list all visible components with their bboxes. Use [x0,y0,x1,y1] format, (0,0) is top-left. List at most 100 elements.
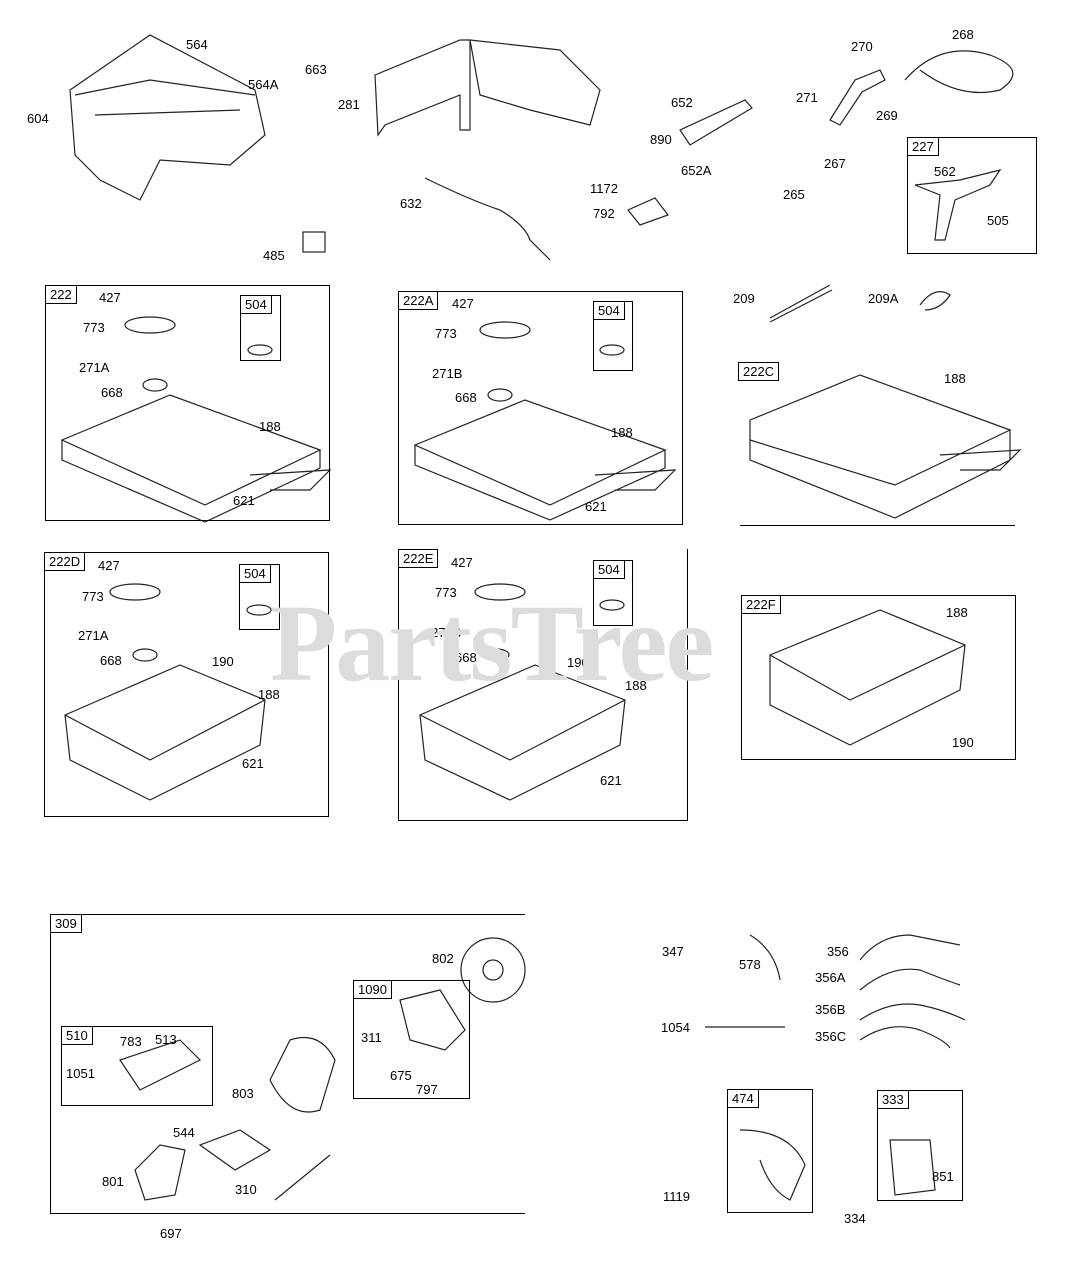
kit-rule-309-top [50,914,525,915]
kit-tag-504e: 504 [593,560,625,579]
lever-227 [914,169,1002,241]
blower-housing-604 [69,34,266,201]
part-label-675: 675 [390,1068,412,1083]
part-label-222F-188: 188 [946,605,968,620]
lever-890 [679,99,753,146]
part-label-604: 604 [27,111,49,126]
kit-tag-474: 474 [727,1089,759,1108]
washer-504e [599,599,625,611]
part-label-505: 505 [987,213,1009,228]
kit-tag-222C: 222C [738,362,780,381]
wire-356C [859,1026,951,1049]
kit-box-222D [44,552,329,817]
part-label-222D-190: 190 [212,654,234,669]
module-474 [739,1129,806,1201]
part-label-334: 334 [844,1211,866,1226]
part-label-564A: 564A [248,77,279,92]
kit-box-1090 [353,980,470,1099]
part-label-652A: 652A [681,163,712,178]
base-plate-222E [419,583,626,801]
part-label-792: 792 [593,206,615,221]
part-label-797: 797 [416,1082,438,1097]
wire-356 [859,934,961,961]
kit-tag-222E: 222E [398,549,439,568]
bolt-310 [274,1154,331,1201]
washer-504d [246,604,272,616]
part-label-267: 267 [824,156,846,171]
part-label-513: 513 [155,1032,177,1047]
kit-tag-222F: 222F [741,595,781,614]
part-label-222A-427: 427 [452,296,474,311]
washer-504a [247,344,273,356]
part-label-564: 564 [186,37,208,52]
spring-209A [919,291,951,311]
part-label-1119: 1119 [663,1189,690,1204]
kit-tag-222: 222 [45,285,77,304]
kit-box-474 [727,1089,813,1213]
base-plate-222A [413,321,677,521]
part-label-544: 544 [173,1125,195,1140]
spring-209 [769,284,833,323]
end-cap-801 [134,1144,186,1201]
part-label-802: 802 [432,951,454,966]
cable-268 [904,50,1014,94]
part-label-310: 310 [235,1182,257,1197]
part-label-222-621: 621 [233,493,255,508]
wire-356B [859,1003,966,1021]
part-label-356C: 356C [815,1029,847,1044]
part-label-485: 485 [263,248,285,263]
part-label-803: 803 [232,1086,254,1101]
kit-box-510 [61,1026,213,1106]
wire-578 [749,934,781,981]
part-label-222C-188: 188 [944,371,966,386]
kit-box-222E [398,549,688,821]
kit-tag-222A: 222A [398,291,439,310]
part-label-209: 209 [733,291,755,306]
part-label-222E-190: 190 [567,655,589,670]
part-label-222A-668: 668 [455,390,477,405]
bracket-792 [627,197,669,226]
kit-tag-309: 309 [50,914,82,933]
part-label-663: 663 [305,62,327,77]
kit-tag-504b: 504 [593,301,625,320]
kit-tag-504d: 504 [239,564,271,583]
part-label-271: 271 [796,90,818,105]
part-label-783: 783 [120,1034,142,1049]
part-label-222-668: 668 [101,385,123,400]
part-label-632: 632 [400,196,422,211]
brush-holder-1090 [399,989,466,1051]
kit-tag-227: 227 [907,137,939,156]
part-label-1051: 1051 [66,1066,95,1081]
part-label-222D-621: 621 [242,756,264,771]
part-label-270: 270 [851,39,873,54]
part-label-1172: 1172 [590,181,618,196]
part-label-356A: 356A [815,970,846,985]
kit-rule-222C [740,525,1015,526]
part-label-356B: 356B [815,1002,846,1017]
part-label-222A-621: 621 [585,499,607,514]
base-plate-222 [60,316,332,523]
starter-housing-803 [269,1036,336,1113]
kit-tag-1090: 1090 [353,980,392,999]
part-label-356: 356 [827,944,849,959]
part-label-222E-188: 188 [625,678,647,693]
base-plate-222D [64,583,266,801]
part-label-801: 801 [102,1174,124,1189]
part-label-269: 269 [876,108,898,123]
part-label-222D-271A: 271A [78,628,109,643]
part-label-222E-773: 773 [435,585,457,600]
part-label-222A-773: 773 [435,326,457,341]
part-label-222D-773: 773 [82,589,104,604]
module-333 [889,1139,936,1196]
part-label-222D-427: 427 [98,558,120,573]
part-label-222D-668: 668 [100,653,122,668]
part-label-347: 347 [662,944,684,959]
base-plate-222C [749,374,1022,519]
part-label-222-188: 188 [259,419,281,434]
kit-tag-504a: 504 [240,295,272,314]
part-label-222E-271B: 271B [431,625,462,640]
kit-rule-309-bottom [50,1213,525,1214]
part-label-222-271A: 271A [79,360,110,375]
